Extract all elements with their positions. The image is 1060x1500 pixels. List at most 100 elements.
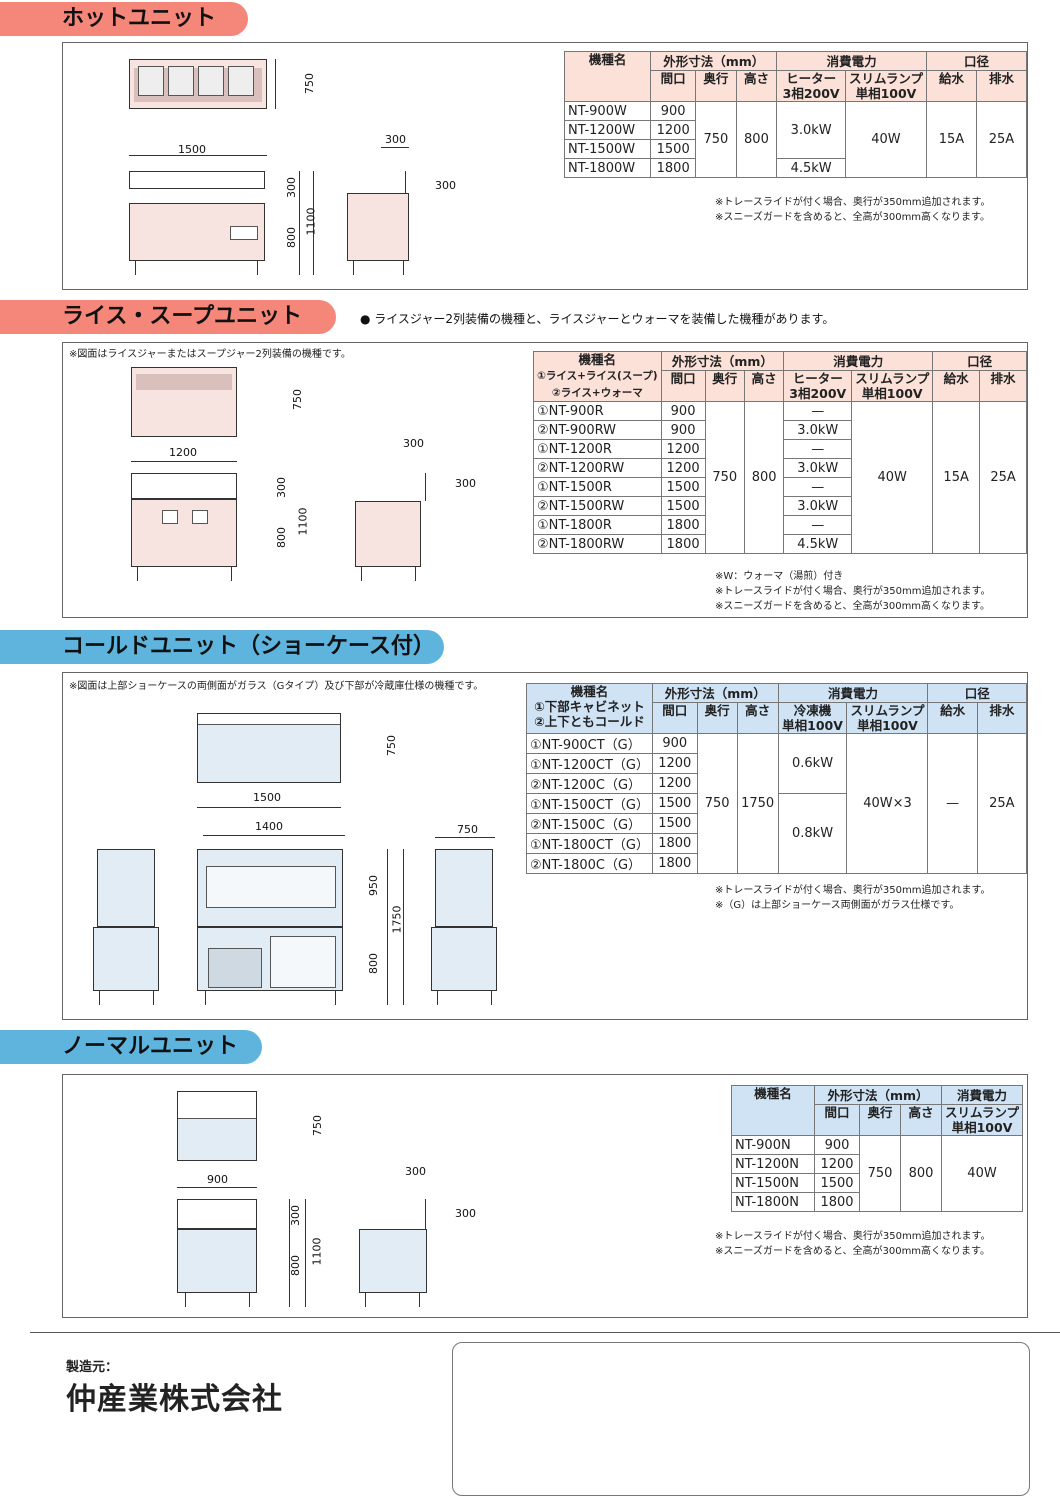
depth-cell: 750 — [696, 733, 738, 874]
model-cell: NT-1800N — [731, 1192, 815, 1212]
hot-side-view — [347, 193, 409, 261]
col-bore: 口径 — [932, 351, 1027, 371]
cold-dim-750: 750 — [385, 735, 398, 756]
col-supply: 給水 — [932, 370, 981, 402]
cold-dim-1500: 1500 — [253, 791, 281, 804]
col-lamp-volt: 単相100V — [855, 86, 917, 101]
width-cell: 1500 — [652, 793, 698, 814]
width-cell: 1200 — [650, 120, 697, 140]
col-lamp-volt: 単相100V — [951, 1120, 1013, 1135]
normal-note-1: ※トレースライドが付く場合、奥行が350mm追加されます。 — [715, 1231, 991, 1242]
col-supply: 給水 — [925, 70, 977, 102]
cold-dim-1400: 1400 — [255, 820, 283, 833]
width-cell: 900 — [814, 1135, 860, 1155]
col-depth: 奥行 — [696, 702, 738, 734]
rice-dim-300-top: 300 — [403, 437, 424, 450]
normal-spec-table: 機種名 外形寸法（mm） 消費電力 間口 奥行 高さ スリムランプ単相100V … — [731, 1085, 1024, 1212]
hot-unit-title: ホットユニット — [0, 2, 248, 36]
rice-dim-800: 800 — [275, 527, 288, 548]
hot-dim-750: 750 — [303, 73, 316, 94]
col-heater: ヒーター — [792, 371, 843, 386]
fridge-cell: 0.6kW — [777, 733, 848, 794]
hot-unit-panel: 750 1500 300 800 1100 300 300 機種名 外形寸法（m… — [62, 42, 1028, 290]
width-cell: 900 — [650, 101, 697, 121]
col-supply: 給水 — [927, 702, 978, 734]
supply-cell: 15A — [932, 401, 981, 554]
col-model: 機種名 — [731, 1085, 815, 1136]
heater-cell: 3.0kW — [783, 496, 853, 516]
col-heater-volt: 3相200V — [789, 386, 847, 401]
col-depth: 奥行 — [695, 70, 737, 102]
cold-note-1: ※トレースライドが付く場合、奥行が350mm追加されます。 — [715, 885, 991, 896]
lamp-cell: 40W×3 — [846, 733, 929, 874]
col-height: 高さ — [736, 702, 779, 734]
model-cell: ②NT-1500C（G） — [526, 813, 653, 834]
col-power: 消費電力 — [940, 1085, 1024, 1105]
col-drain: 排水 — [979, 370, 1027, 402]
col-bore: 口径 — [925, 51, 1028, 71]
normal-unit-title: ノーマルユニット — [0, 1030, 262, 1064]
rice-dim-750: 750 — [291, 389, 304, 410]
width-cell: 1500 — [660, 496, 706, 516]
normal-dim-300: 300 — [289, 1205, 302, 1226]
col-outer: 外形寸法（mm） — [660, 351, 785, 371]
cold-top-view — [197, 713, 341, 783]
width-cell: 900 — [652, 733, 698, 754]
col-width: 間口 — [660, 370, 706, 402]
height-cell: 1750 — [736, 733, 779, 874]
model-cell: ②NT-1200C（G） — [526, 773, 653, 794]
width-cell: 1800 — [652, 853, 698, 874]
table-row: ②NT-1800C（G）1800 — [526, 853, 1027, 874]
model-cell: ①NT-1800CT（G） — [526, 833, 653, 854]
col-depth: 奥行 — [859, 1104, 901, 1136]
table-row: NT-900N 900 750 800 40W — [731, 1135, 1024, 1212]
col-lamp: スリムランプ — [848, 71, 923, 86]
col-model: 機種名 — [563, 51, 652, 102]
width-cell: 1800 — [650, 158, 697, 178]
heater-cell: — — [783, 439, 853, 459]
rice-top-view — [131, 367, 237, 437]
heater-cell: 4.5kW — [783, 534, 853, 554]
depth-cell: 750 — [859, 1135, 901, 1212]
model-cell: ①NT-1200CT（G） — [526, 753, 653, 774]
rice-dim-1200: 1200 — [169, 446, 197, 459]
model-cell: ①NT-1200R — [533, 439, 662, 459]
depth-cell: 750 — [695, 101, 737, 178]
rice-front-view — [131, 499, 237, 567]
model-cell: NT-1200N — [731, 1154, 815, 1174]
hot-dim-300: 300 — [285, 177, 298, 198]
col-model: 機種名 — [570, 684, 609, 699]
normal-dim-300-top: 300 — [405, 1165, 426, 1178]
rice-unit-title: ライス・スープユニット — [0, 300, 336, 334]
col-fridge-volt: 単相100V — [782, 718, 843, 733]
rice-bullet-note: ● ライスジャー2列装備の機種と、ライスジャーとウォーマを装備した機種があります… — [360, 312, 835, 326]
model-cell: ①NT-900CT（G） — [526, 733, 653, 754]
width-cell: 1200 — [660, 458, 706, 478]
col-heater-volt: 3相200V — [782, 86, 840, 101]
height-cell: 800 — [743, 401, 785, 554]
normal-dim-750: 750 — [311, 1115, 324, 1136]
hot-dim-1500: 1500 — [178, 143, 206, 156]
cold-front-showcase — [197, 849, 343, 927]
model-cell: NT-900N — [731, 1135, 815, 1155]
cold-front-cabinet — [197, 927, 343, 991]
col-bore: 口径 — [927, 683, 1027, 703]
cold-dim-750-side: 750 — [457, 823, 478, 836]
normal-front-view — [177, 1229, 257, 1293]
width-cell: 1200 — [652, 753, 698, 774]
col-model-type1: ①ライス+ライス(スープ) — [537, 370, 658, 382]
rice-unit-panel: ※図面はライスジャーまたはスープジャー2列装備の機種です。 750 1200 3… — [62, 342, 1028, 618]
cold-left-side — [97, 849, 155, 927]
col-model-type2: ②上下ともコールド — [534, 714, 645, 729]
col-lamp-volt: 単相100V — [857, 718, 918, 733]
rice-dim-300: 300 — [275, 477, 288, 498]
maker-label: 製造元： — [66, 1360, 119, 1375]
height-cell: 800 — [900, 1135, 942, 1212]
height-cell: 800 — [735, 101, 778, 178]
